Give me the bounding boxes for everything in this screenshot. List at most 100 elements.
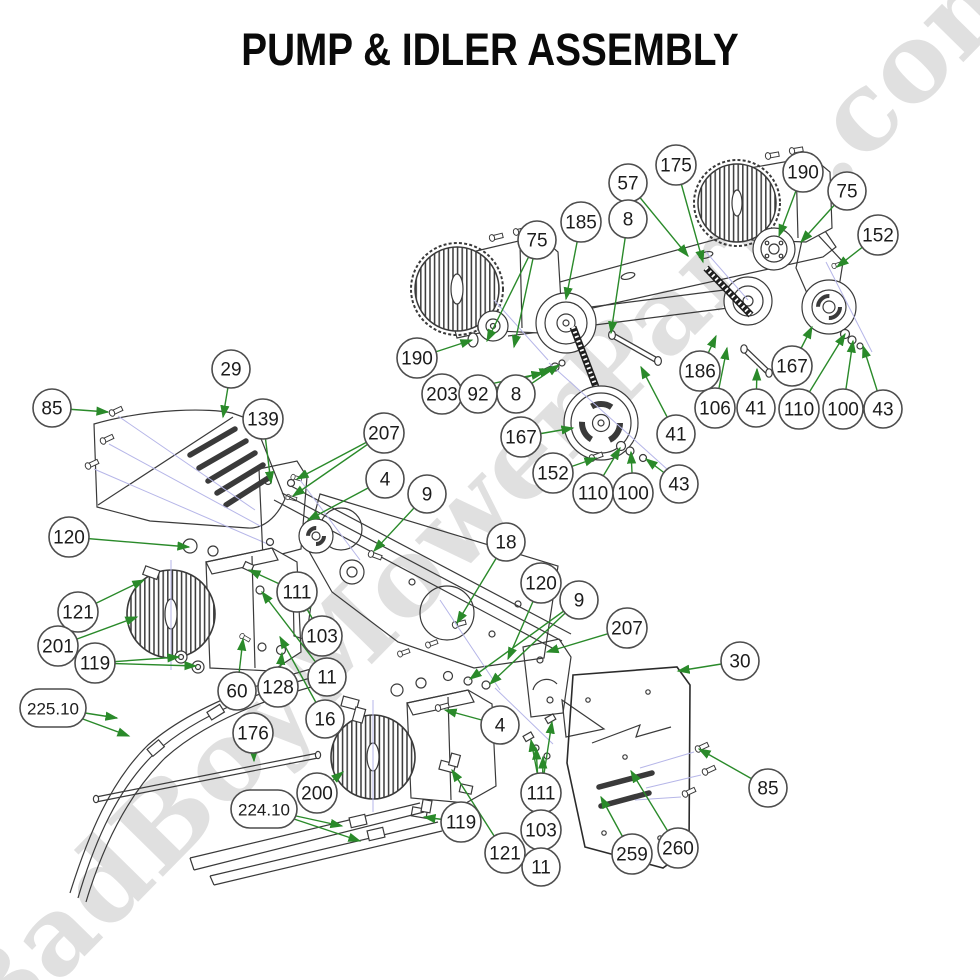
part-number-label: 4 — [495, 716, 506, 737]
part-number-label: 203 — [426, 385, 458, 406]
part-number-label: 100 — [617, 484, 649, 505]
part-balloon-75: 75 — [827, 171, 867, 211]
leader-line — [468, 599, 580, 680]
spacer-rods — [607, 330, 773, 378]
part-number-label: 186 — [684, 362, 716, 383]
part-number-label: 121 — [62, 603, 94, 624]
part-number-label: 11 — [531, 858, 551, 879]
part-number-label: 152 — [537, 464, 569, 485]
part-number-label: 167 — [776, 357, 808, 378]
part-balloon-100: 100 — [612, 472, 654, 514]
part-number-label: 176 — [237, 724, 269, 745]
part-balloon-152: 152 — [532, 452, 574, 494]
part-number-label: 190 — [787, 163, 819, 184]
part-number-label: 29 — [220, 360, 241, 381]
page-title: PUMP & IDLER ASSEMBLY — [241, 24, 739, 75]
part-balloon-18: 18 — [486, 522, 526, 562]
part-balloon-175: 175 — [655, 144, 697, 186]
part-balloon-103: 103 — [301, 615, 343, 657]
part-number-label: 9 — [422, 485, 433, 506]
part-balloon-120: 120 — [48, 516, 90, 558]
part-balloon-111: 111 — [276, 571, 318, 613]
part-balloon-207: 207 — [606, 607, 648, 649]
part-number-label: 111 — [527, 784, 556, 805]
part-balloon-167: 167 — [500, 416, 542, 458]
part-number-label: 103 — [306, 627, 338, 648]
part-balloon-41: 41 — [736, 388, 776, 428]
part-balloon-43: 43 — [863, 389, 903, 429]
part-number-label: 120 — [53, 528, 85, 549]
part-balloon-106: 106 — [694, 387, 736, 429]
leader-line — [488, 599, 580, 685]
part-balloon-8: 8 — [608, 199, 648, 239]
part-number-label: 110 — [784, 400, 814, 421]
part-number-label: 11 — [317, 668, 337, 689]
part-number-label: 152 — [862, 226, 894, 247]
part-number-label: 167 — [505, 428, 537, 449]
part-number-label: 57 — [617, 174, 638, 195]
part-balloon-16: 16 — [305, 699, 345, 739]
part-number-label: 43 — [872, 400, 893, 421]
part-balloon-185: 185 — [560, 201, 602, 243]
part-balloon-9: 9 — [407, 474, 447, 514]
part-number-label: 207 — [368, 424, 400, 445]
part-balloon-152: 152 — [857, 214, 899, 256]
upper-idler-assembly — [410, 145, 873, 471]
part-number-label: 110 — [578, 484, 608, 505]
left-pump — [126, 538, 313, 674]
part-balloon-75: 75 — [517, 220, 557, 260]
part-balloon-128: 128 — [257, 666, 299, 708]
part-balloon-176: 176 — [232, 712, 274, 754]
part-number-label: 92 — [467, 385, 488, 406]
part-number-label: 30 — [729, 652, 750, 673]
part-number-label: 225.10 — [27, 700, 79, 719]
part-balloon-119: 119 — [74, 642, 116, 684]
part-number-label: 185 — [565, 213, 597, 234]
part-number-label: 111 — [283, 583, 312, 604]
part-number-label: 100 — [827, 400, 859, 421]
part-balloon-203: 203 — [421, 373, 463, 415]
part-number-label: 224.10 — [238, 801, 290, 820]
part-number-label: 75 — [526, 231, 547, 252]
part-number-label: 207 — [611, 619, 643, 640]
part-balloon-30: 30 — [720, 641, 760, 681]
part-balloon-60: 60 — [217, 671, 257, 711]
part-balloon-110: 110 — [572, 472, 614, 514]
part-balloon-11: 11 — [307, 657, 347, 697]
part-balloon-100: 100 — [822, 388, 864, 430]
part-balloon-186: 186 — [679, 350, 721, 392]
part-number-label: 60 — [226, 682, 247, 703]
part-balloon-190: 190 — [782, 151, 824, 193]
part-balloon-4: 4 — [365, 459, 405, 499]
part-balloon-200: 200 — [296, 772, 338, 814]
part-balloon-224.10: 224.10 — [230, 789, 298, 829]
part-number-label: 139 — [247, 410, 279, 431]
idler-pulleys — [467, 227, 857, 354]
part-balloon-201: 201 — [37, 625, 79, 667]
part-balloon-111: 111 — [520, 772, 562, 814]
part-balloon-167: 167 — [771, 345, 813, 387]
part-number-label: 200 — [301, 784, 333, 805]
part-number-label: 190 — [401, 349, 433, 370]
part-number-label: 85 — [757, 779, 778, 800]
part-number-label: 9 — [574, 591, 585, 612]
part-number-label: 85 — [41, 399, 62, 420]
part-number-label: 41 — [745, 399, 766, 420]
part-number-label: 103 — [525, 821, 557, 842]
part-balloon-85: 85 — [32, 388, 72, 428]
part-balloon-121: 121 — [484, 832, 526, 874]
part-balloon-139: 139 — [242, 398, 284, 440]
part-number-label: 120 — [525, 574, 557, 595]
part-number-label: 8 — [511, 385, 522, 406]
part-balloon-41: 41 — [656, 414, 696, 454]
part-balloon-9: 9 — [559, 580, 599, 620]
part-balloon-121: 121 — [57, 591, 99, 633]
part-balloon-103: 103 — [520, 809, 562, 851]
part-number-label: 43 — [668, 475, 689, 496]
part-number-label: 128 — [262, 678, 294, 699]
part-number-label: 41 — [665, 425, 686, 446]
part-balloon-225.10: 225.10 — [19, 688, 87, 728]
